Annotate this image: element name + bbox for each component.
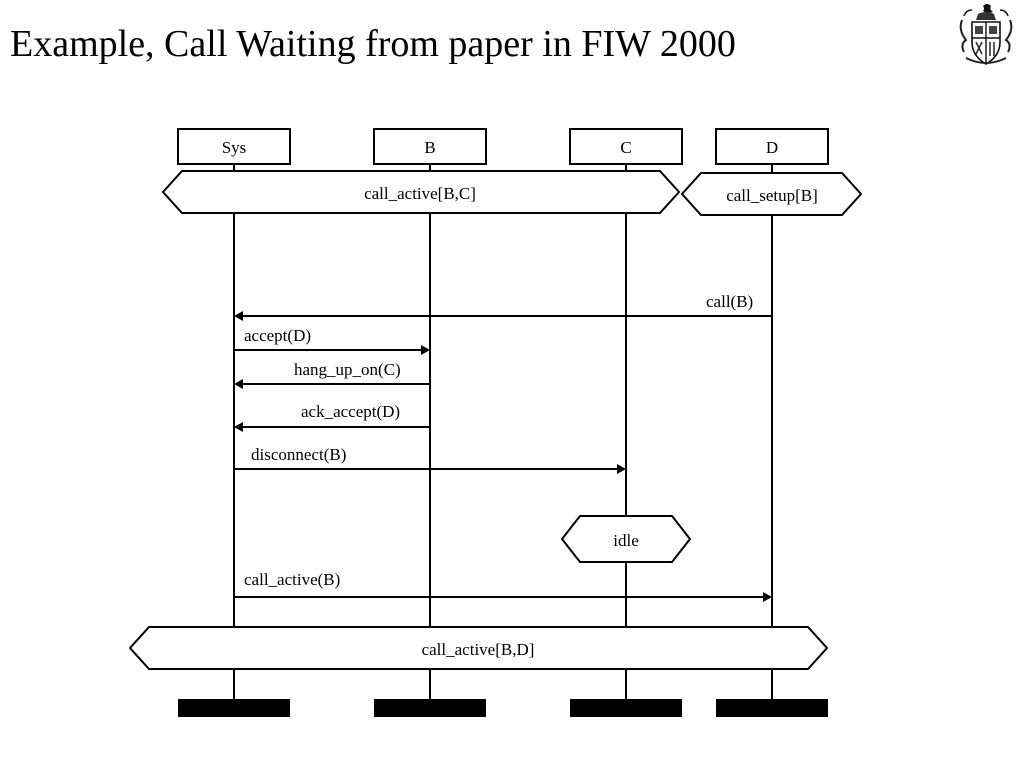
message-accept-d: accept(D) — [234, 326, 430, 355]
condition-call-setup-b: call_setup[B] — [680, 172, 863, 216]
condition-call-active-bd: call_active[B,D] — [128, 626, 829, 670]
instance-end-sys — [178, 699, 290, 717]
condition-call-active-bc: call_active[B,C] — [161, 170, 681, 214]
instance-end-c — [570, 699, 682, 717]
instance-head-c: C — [569, 128, 683, 165]
slide-title: Example, Call Waiting from paper in FIW … — [10, 23, 736, 65]
message-label-call-b: call(B) — [706, 292, 753, 311]
instance-head-b: B — [373, 128, 487, 165]
condition-label-call-setup-b: call_setup[B] — [726, 186, 818, 205]
message-hang-up-on-c: hang_up_on(C) — [234, 360, 430, 389]
lifelines — [233, 164, 773, 699]
condition-idle: idle — [560, 515, 692, 563]
instance-head-d: D — [715, 128, 829, 165]
condition-label-call-active-bd: call_active[B,D] — [422, 640, 535, 659]
instance-label-b: B — [424, 138, 435, 157]
message-disconnect-b: disconnect(B) — [234, 445, 626, 474]
instance-end-d — [716, 699, 828, 717]
condition-label-call-active-bc: call_active[B,C] — [364, 184, 476, 203]
message-label-call-active-b: call_active(B) — [244, 570, 340, 589]
message-label-disconnect-b: disconnect(B) — [251, 445, 346, 464]
message-label-hang-up-on-c: hang_up_on(C) — [294, 360, 401, 379]
instance-head-sys: Sys — [177, 128, 291, 165]
heraldic-crest-icon — [959, 4, 1013, 65]
message-ack-accept-d: ack_accept(D) — [234, 402, 430, 432]
message-call-b: call(B) — [234, 292, 772, 321]
message-label-ack-accept-d: ack_accept(D) — [301, 402, 400, 421]
condition-label-idle: idle — [613, 531, 639, 550]
instance-end-b — [374, 699, 486, 717]
message-call-active-b: call_active(B) — [234, 570, 772, 602]
message-label-accept-d: accept(D) — [244, 326, 311, 345]
instance-label-c: C — [620, 138, 631, 157]
instance-label-sys: Sys — [222, 138, 247, 157]
instance-label-d: D — [766, 138, 778, 157]
